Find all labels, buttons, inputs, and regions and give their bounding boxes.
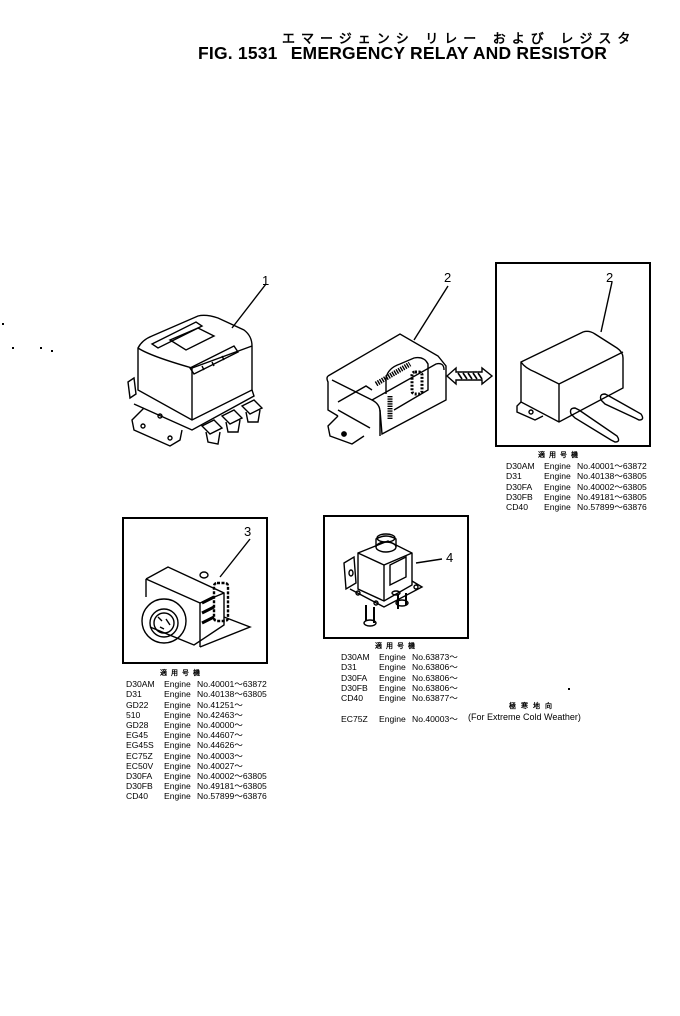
table-header: 適用号機 xyxy=(538,451,582,459)
scan-speck xyxy=(51,350,53,352)
scan-speck xyxy=(568,688,570,690)
scan-speck xyxy=(2,323,4,325)
cold-weather-note-jp: 極寒地向 xyxy=(509,702,557,710)
scan-speck xyxy=(12,347,14,349)
resistor-alt-frame xyxy=(495,262,651,447)
resistor-alt-drawing xyxy=(516,281,644,443)
callout-2: 2 xyxy=(444,270,452,285)
part-4-frame xyxy=(323,515,469,639)
part-4-drawing xyxy=(343,533,443,627)
part-3-drawing xyxy=(141,538,252,648)
title-japanese: エマージェンシ リレー および レジスタ xyxy=(282,32,637,47)
callout-1: 1 xyxy=(262,273,270,288)
table-header: 適用号機 xyxy=(375,642,419,650)
callout-2-alt: 2 xyxy=(606,270,614,285)
figure-title: FIG. 1531 EMERGENCY RELAY AND RESISTOR xyxy=(198,43,607,64)
figure-number: FIG. 1531 xyxy=(198,43,278,63)
callout-3: 3 xyxy=(244,524,252,539)
scan-speck xyxy=(40,347,42,349)
part-3-frame xyxy=(122,517,268,664)
callout-4: 4 xyxy=(446,550,454,565)
table-header: 適用号機 xyxy=(160,669,204,677)
resistor-drawing xyxy=(326,285,494,445)
figure-title-english: EMERGENCY RELAY AND RESISTOR xyxy=(290,43,608,63)
cold-weather-note-en: (For Extreme Cold Weather) xyxy=(468,712,581,722)
emergency-relay-drawing xyxy=(127,283,267,447)
